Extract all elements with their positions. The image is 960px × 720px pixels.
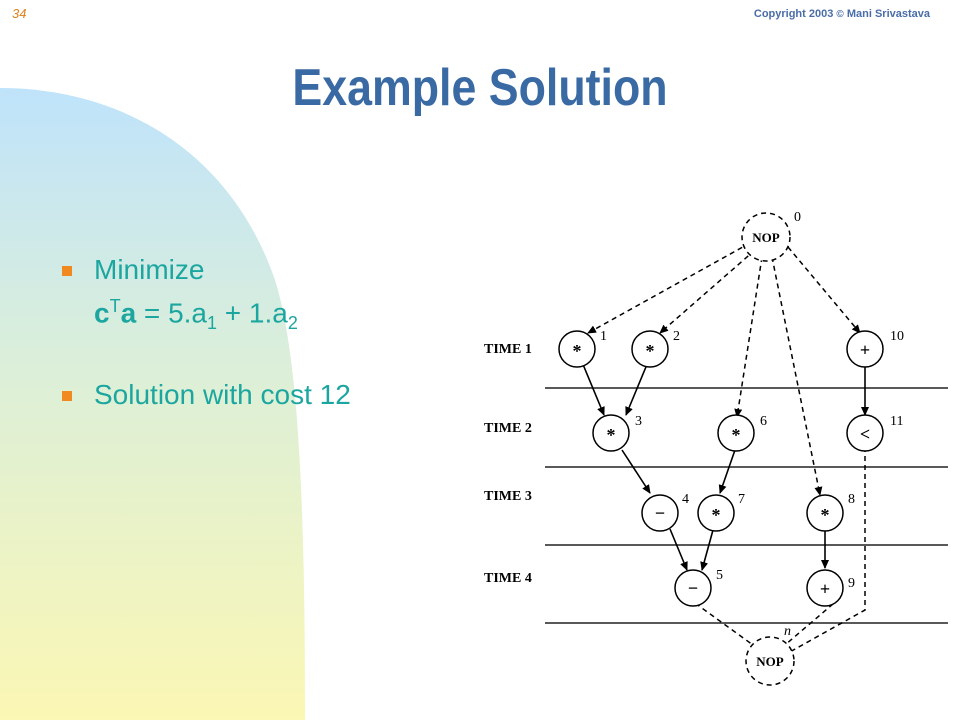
node-4: − 4: [641, 492, 689, 532]
node-nop-source: NOP 0: [741, 210, 801, 262]
node-9: + 9: [806, 569, 855, 607]
node-6: * 6: [717, 414, 767, 452]
svg-text:*: *: [732, 425, 741, 445]
svg-text:NOP: NOP: [752, 230, 780, 245]
node-11: < 11: [846, 414, 903, 452]
copyright-symbol: ©: [836, 9, 844, 20]
bullet-solution: Solution with cost 12: [60, 377, 351, 413]
bullet-marker-icon: [62, 266, 72, 276]
node-8: * 8: [806, 492, 855, 532]
node-nop-sink: NOP n: [745, 624, 795, 686]
svg-text:9: 9: [848, 576, 855, 591]
svg-text:4: 4: [682, 492, 689, 507]
svg-text:*: *: [712, 505, 721, 525]
bullet-minimize: Minimize cTa = 5.a1 + 1.a2: [60, 252, 351, 341]
svg-text:7: 7: [738, 492, 745, 507]
bullet-list: Minimize cTa = 5.a1 + 1.a2 Solution with…: [60, 252, 351, 449]
svg-text:+: +: [860, 340, 870, 360]
svg-text:10: 10: [890, 329, 904, 344]
node-3: * 3: [592, 414, 642, 452]
time-label-2: TIME 2: [484, 421, 532, 436]
svg-text:NOP: NOP: [756, 654, 784, 669]
svg-text:3: 3: [635, 414, 642, 429]
node-5: − 5: [674, 568, 723, 607]
svg-text:11: 11: [890, 414, 903, 429]
minimize-label: Minimize: [94, 254, 205, 285]
solution-text: Solution with cost 12: [94, 378, 351, 410]
svg-text:2: 2: [673, 329, 680, 344]
svg-text:1: 1: [600, 329, 607, 344]
copyright-prefix: Copyright 2003: [753, 8, 834, 20]
svg-text:*: *: [821, 505, 830, 525]
slide-number: 34: [12, 6, 27, 21]
svg-text:6: 6: [760, 414, 767, 429]
svg-text:*: *: [646, 341, 655, 361]
svg-text:8: 8: [848, 492, 855, 507]
time-label-3: TIME 3: [484, 489, 532, 504]
schedule-diagram: TIME 1 TIME 2 TIME 3 TIME 4 NOP 0 * 1: [484, 210, 948, 686]
node-1: * 1: [558, 329, 607, 368]
svg-text:0: 0: [794, 210, 801, 225]
svg-text:−: −: [688, 578, 698, 598]
copyright-author: Mani Srivastava: [846, 8, 930, 20]
svg-text:5: 5: [716, 568, 723, 583]
svg-text:<: <: [860, 424, 870, 444]
slide-title: Example Solution: [292, 59, 668, 117]
dashed-edges: [587, 242, 866, 654]
svg-text:+: +: [820, 579, 830, 599]
svg-text:*: *: [573, 341, 582, 361]
svg-text:*: *: [607, 425, 616, 445]
copyright-notice: Copyright 2003 © Mani Srivastava: [754, 8, 930, 20]
svg-text:n: n: [784, 624, 791, 639]
bullet-marker-icon: [62, 390, 72, 401]
time-label-4: TIME 4: [484, 571, 532, 586]
solid-edges: [581, 361, 869, 571]
time-label-1: TIME 1: [484, 342, 532, 357]
node-7: * 7: [697, 492, 745, 532]
svg-text:−: −: [655, 503, 665, 523]
node-10: + 10: [846, 329, 904, 368]
objective-formula: cTa = 5.a1 + 1.a2: [94, 296, 298, 333]
node-2: * 2: [631, 329, 680, 368]
